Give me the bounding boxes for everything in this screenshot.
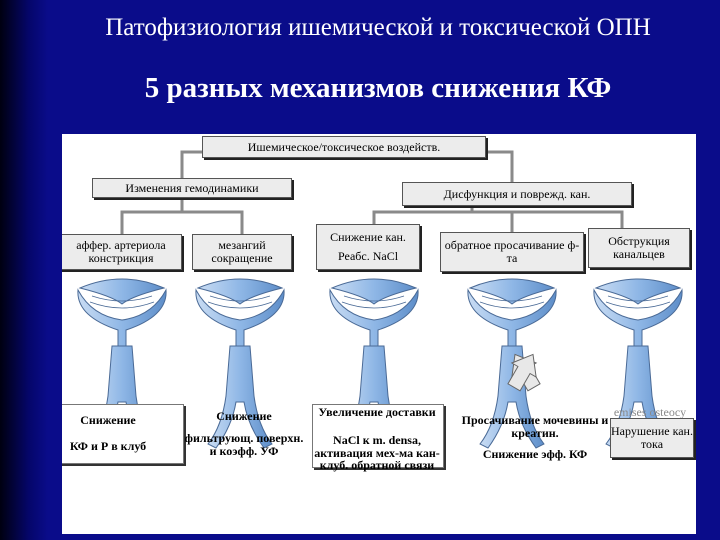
outcome-5-box: Нарушение кан. тока	[610, 418, 694, 458]
mechanism-5-box: Обструкция канальцев	[588, 228, 690, 268]
mechanism-3-box: Снижение кан. Реабс. NaCl	[316, 224, 420, 270]
mechanism-1-box: аффер. артериола констрикция	[62, 234, 182, 270]
root-box: Ишемическое/токсическое воздейств.	[202, 136, 486, 158]
outcome-3-frame	[312, 404, 444, 468]
mechanism-3-line2: Реабс. NaCl	[337, 249, 399, 263]
outcome-2-line2: фильтрующ. поверхн. и коэфф. УФ	[184, 431, 304, 458]
slide-subtitle: 5 разных механизмов снижения КФ	[144, 72, 612, 104]
branch-right-box: Дисфункция и поврежд. кан.	[402, 182, 632, 206]
outcome-4-line2: Снижение эфф. КФ	[482, 447, 588, 461]
outcome-1-line1: Снижение	[80, 413, 136, 427]
outcome-3-line1: Увеличение доставки	[318, 405, 436, 419]
mechanism-2-box: мезангий сокращение	[192, 234, 292, 270]
overlap-text: emises osteocy	[613, 405, 687, 419]
outcome-3-line2: NaCl к m. densa, активация мех-ма кан-кл…	[314, 433, 440, 473]
mechanism-3-line1: Снижение кан.	[330, 230, 406, 245]
slide-title: Патофизиология ишемической и токсической…	[105, 14, 651, 41]
outcome-2-line1: Снижение	[216, 409, 272, 423]
mechanism-4-box: обратное просачивание ф-та	[440, 232, 584, 272]
diagram-panel: Ишемическое/токсическое воздейств. Измен…	[62, 134, 696, 534]
author-credit: Michael S. Goligorsky & Wilfred Lieberth…	[290, 496, 611, 515]
outcome-1-frame	[62, 404, 184, 464]
branch-left-box: Изменения гемодинамики	[92, 178, 292, 198]
outcome-1-line2: КФ и Р в клуб	[69, 439, 147, 453]
outcome-4-line1: Просачивание мочевины и креатин.	[461, 413, 609, 440]
left-gradient-bar	[0, 0, 48, 540]
